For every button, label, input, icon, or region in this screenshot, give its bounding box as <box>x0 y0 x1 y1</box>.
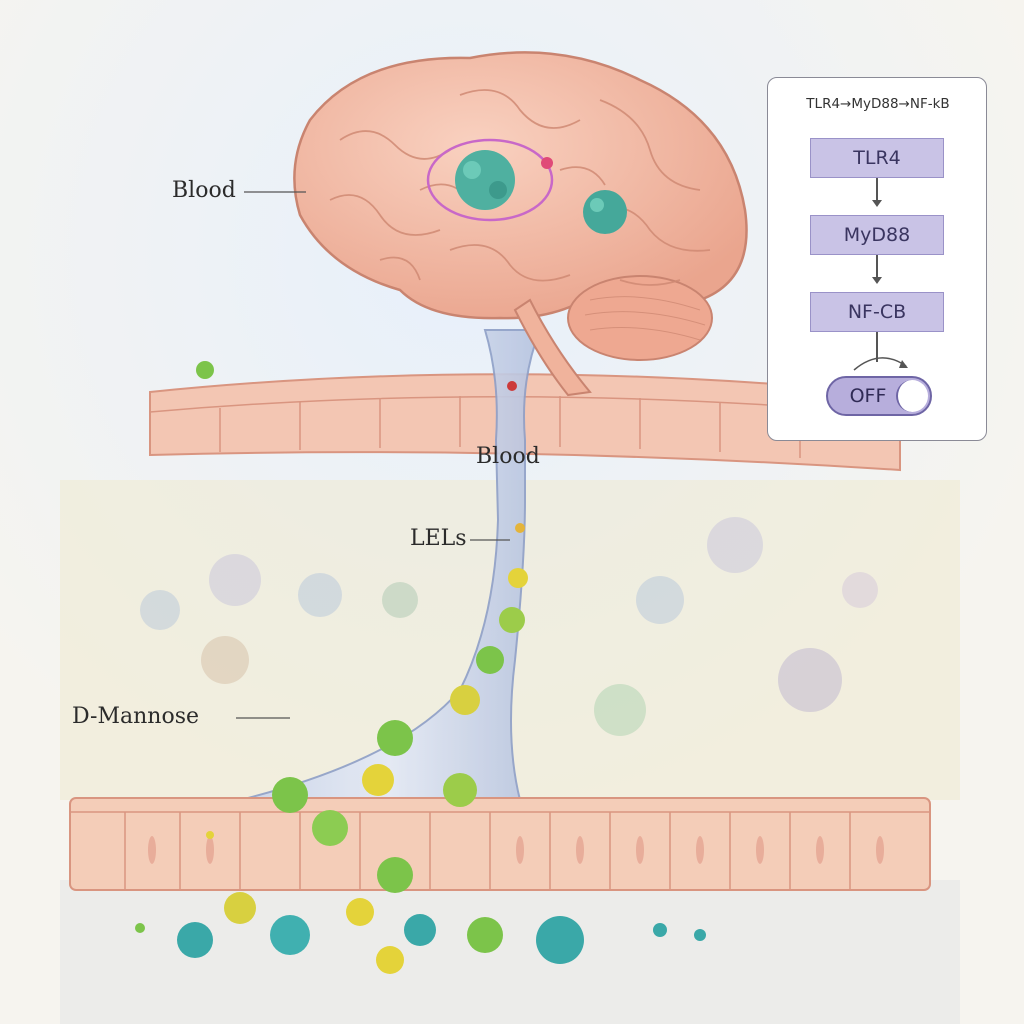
label-d-mannose: D-Mannose <box>72 704 200 729</box>
node-nfcb: NF-CB <box>810 292 944 332</box>
pathway-title: TLR4→MyD88→NF-kB <box>806 96 950 112</box>
off-switch[interactable]: OFF <box>826 376 932 416</box>
arrowhead-tlr4-myd88 <box>872 200 882 207</box>
switch-label: OFF <box>849 385 887 407</box>
arrow-myd88-nfcb <box>876 255 878 279</box>
pathway-panel: TLR4→MyD88→NF-kB TLR4 MyD88 NF-CB OFF <box>767 77 987 441</box>
arrowhead-myd88-nfcb <box>872 277 882 284</box>
arrow-tlr4-myd88 <box>876 178 878 202</box>
node-myd88: MyD88 <box>810 215 944 255</box>
lower-epithelium <box>69 797 931 891</box>
curved-inhibition-arrow <box>853 357 908 371</box>
arrow-nfcb-switch <box>876 332 878 362</box>
switch-knob <box>896 380 928 412</box>
lower-floor <box>60 880 960 1024</box>
microglia-cluster-2 <box>583 190 627 234</box>
microglia-cluster <box>455 150 515 210</box>
label-lels: LELs <box>410 526 467 551</box>
label-blood-lower: Blood <box>476 444 540 469</box>
label-blood-upper: Blood <box>172 178 236 203</box>
particles <box>135 361 706 974</box>
cerebellum <box>567 275 713 361</box>
node-tlr4: TLR4 <box>810 138 944 178</box>
inflammation-ring <box>426 138 554 222</box>
brainstem <box>513 298 592 397</box>
brain <box>293 51 748 397</box>
background-cell-clusters <box>140 517 878 736</box>
